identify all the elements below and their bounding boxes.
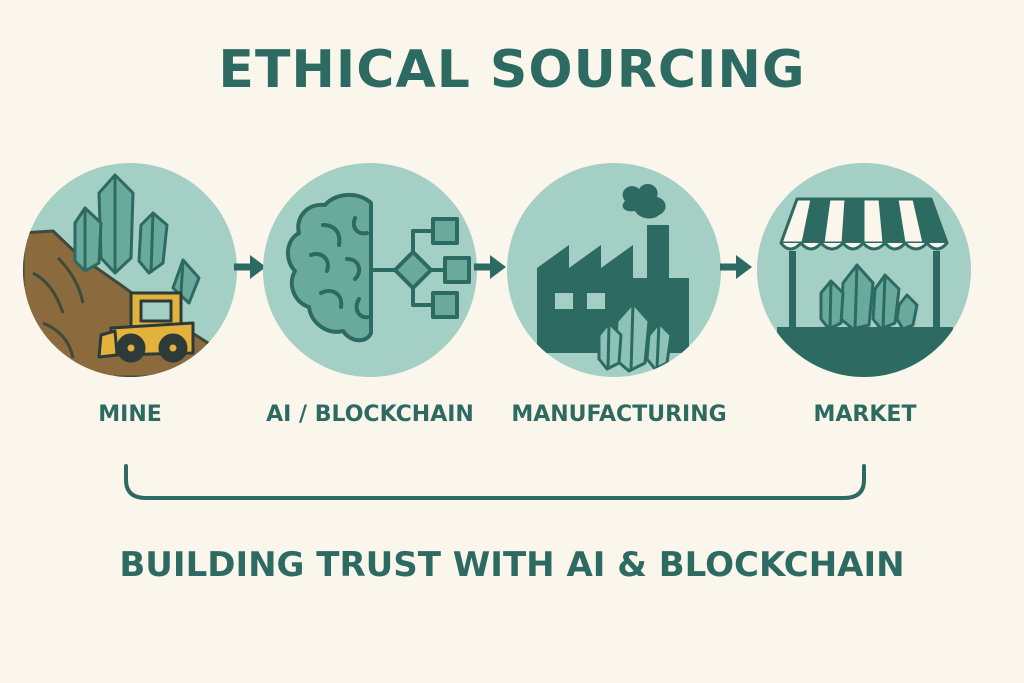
grouping-bracket [124, 464, 866, 500]
market-stall-with-crystals-icon [777, 197, 953, 377]
stage-mine [23, 163, 237, 377]
stage-label-mine: MINE [98, 402, 162, 427]
diagram-title: ETHICAL SOURCING [218, 40, 806, 100]
stage-market [757, 163, 971, 377]
factory-with-crystals-icon [537, 183, 689, 373]
arrow-right-icon [234, 255, 266, 279]
stage-label-manufacturing: MANUFACTURING [511, 402, 727, 427]
stage-label-market: MARKET [813, 402, 917, 427]
stage-ai-blockchain [263, 163, 477, 377]
arrow-right-icon [474, 255, 506, 279]
stage-label-ai-blockchain: AI / BLOCKCHAIN [266, 402, 474, 427]
arrow-right-icon [720, 255, 752, 279]
diagram-subtitle: BUILDING TRUST WITH AI & BLOCKCHAIN [119, 545, 905, 585]
stage-manufacturing [507, 163, 721, 377]
mine-with-crystals-and-bulldozer-icon [23, 173, 237, 377]
brain-with-blockchain-nodes-icon [286, 193, 471, 343]
